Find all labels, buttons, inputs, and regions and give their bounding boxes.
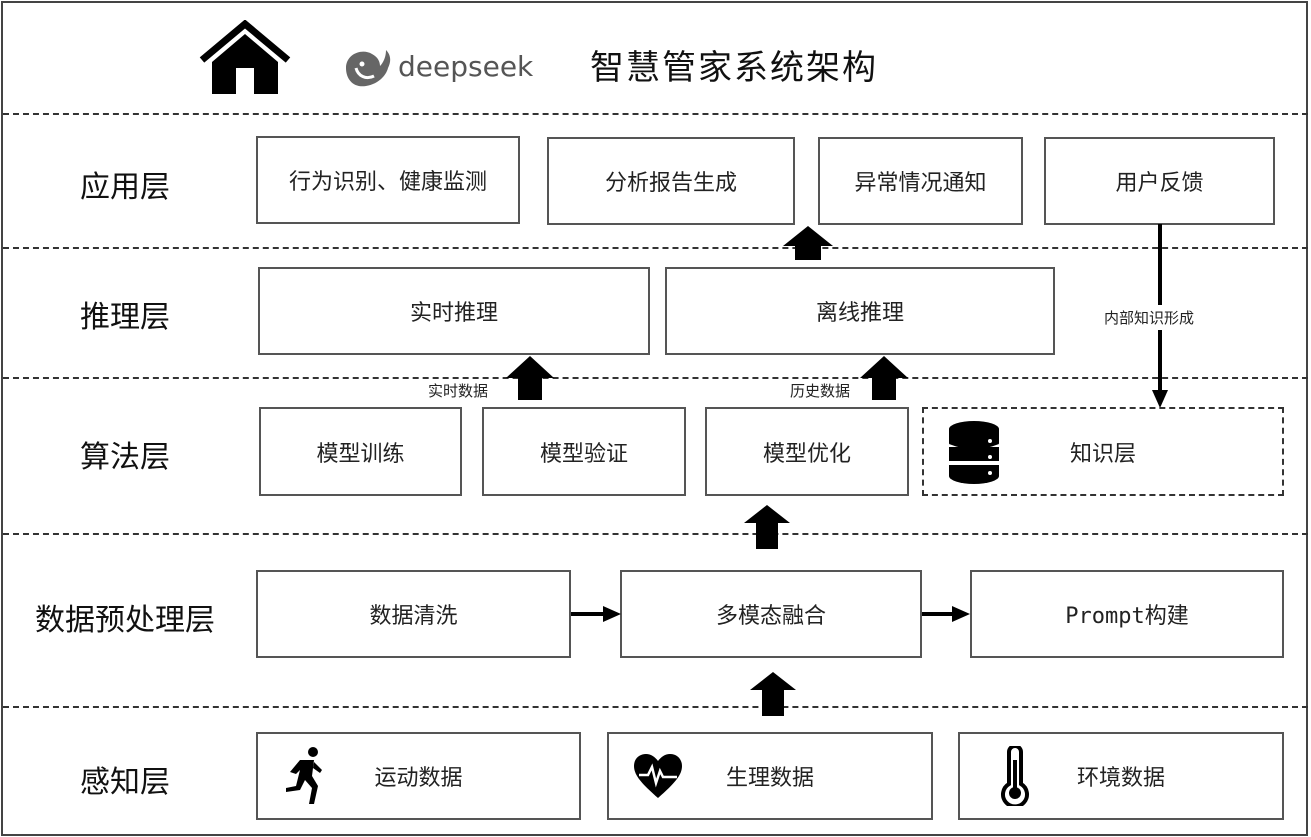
thermometer-icon [1000,746,1030,806]
motion-data-label: 运动数据 [374,766,463,791]
box-model-validation: 模型验证 [482,407,686,496]
arrow-fusion-to-prompt [922,604,970,624]
arrow-cleaning-to-fusion [571,604,621,624]
deepseek-logo-icon [336,46,394,90]
box-motion-data: 运动数据 [256,732,581,820]
layer-label-algorithm: 算法层 [80,440,170,475]
environment-data-label: 环境数据 [1076,766,1165,791]
layer-label-preprocessing: 数据预处理层 [35,603,215,638]
home-icon [198,20,292,96]
layer-label-application: 应用层 [80,170,170,205]
arrow-up-history [860,356,908,400]
box-data-cleaning: 数据清洗 [256,570,571,658]
box-model-optimization: 模型优化 [705,407,909,496]
box-multimodal-fusion: 多模态融合 [620,570,922,658]
physiological-data-label: 生理数据 [725,766,814,791]
separator [3,533,1308,535]
layer-label-inference: 推理层 [80,300,170,335]
box-anomaly-notify: 异常情况通知 [818,137,1023,225]
box-behavior-health: 行为识别、健康监测 [256,136,520,224]
box-prompt-building: Prompt构建 [970,570,1284,658]
separator [3,377,1308,379]
arrow-label-realtime-data: 实时数据 [428,380,489,401]
arrow-label-history-data: 历史数据 [790,380,851,401]
arrow-up-realtime [506,356,554,400]
page-title: 智慧管家系统架构 [590,48,878,88]
box-analysis-report: 分析报告生成 [547,137,795,225]
database-icon [948,420,1000,484]
layer-label-perception: 感知层 [80,765,170,800]
heart-pulse-icon [633,753,683,799]
box-user-feedback: 用户反馈 [1044,137,1275,225]
knowledge-layer-label: 知识层 [1069,441,1136,467]
box-realtime-inference: 实时推理 [258,267,650,355]
separator [3,247,1308,249]
separator [3,113,1308,115]
separator [3,706,1308,708]
box-offline-inference: 离线推理 [665,267,1055,355]
box-model-training: 模型训练 [259,407,462,496]
deepseek-logo-text: deepseek [398,50,534,83]
arrow-label-internal-knowledge: 内部知识形成 [1104,305,1195,330]
arrow-up-to-application [783,226,833,260]
box-environment-data: 环境数据 [958,732,1284,820]
arrow-up-to-algorithm [744,505,790,549]
box-knowledge-layer: 知识层 [922,407,1284,496]
running-person-icon [282,746,326,806]
arrow-up-to-preprocessing [750,672,796,716]
box-physiological-data: 生理数据 [607,732,933,820]
